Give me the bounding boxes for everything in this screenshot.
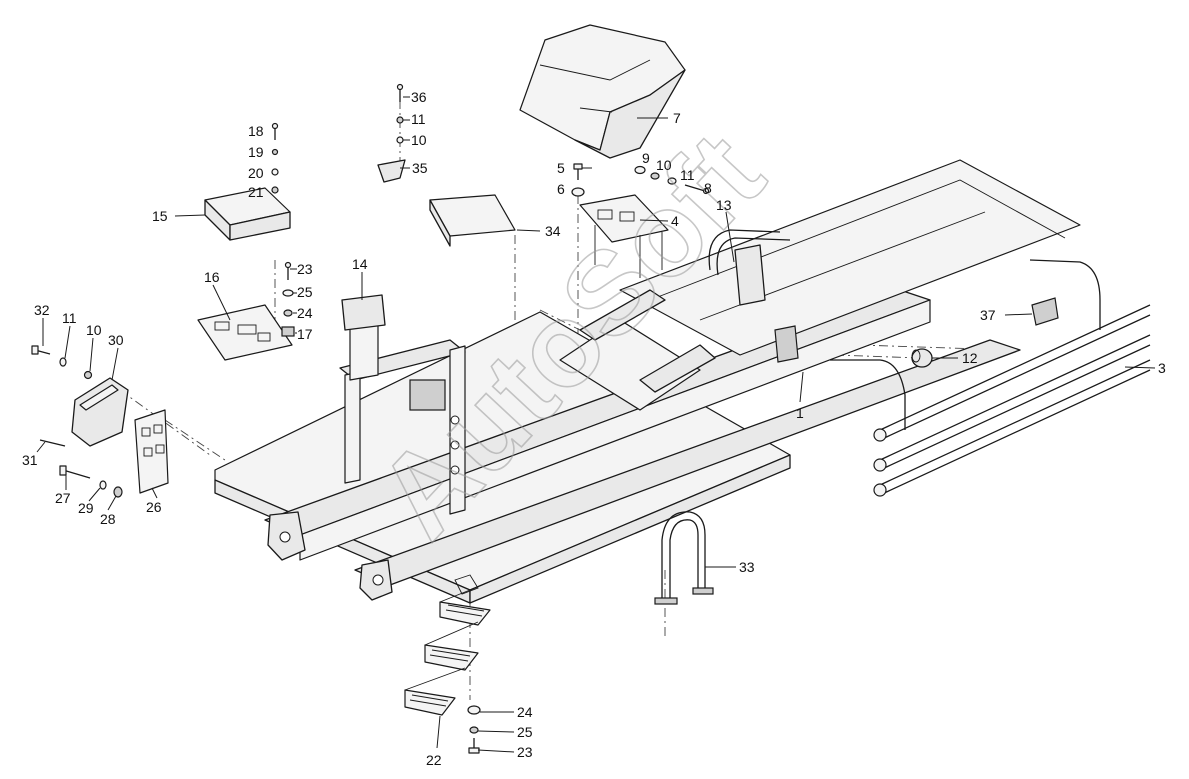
callout-17: 17 [297,326,313,342]
callout-27: 27 [55,490,71,506]
bracket-37 [1031,297,1059,326]
callout-1: 1 [796,405,804,421]
callout-25: 25 [297,284,313,300]
callout-22: 22 [426,752,442,768]
callout-19: 19 [248,144,264,160]
callout-29: 29 [78,500,94,516]
callout-24: 24 [297,305,313,321]
callout-10b: 10 [656,157,672,173]
steps-22 [404,574,491,716]
callout-11: 11 [411,111,426,127]
callout-34: 34 [545,223,561,239]
callout-7: 7 [673,110,681,126]
bracket-30 [71,377,129,447]
callout-13: 13 [716,197,732,213]
hydraulic-piping [708,229,799,363]
bushing-12 [911,348,933,368]
mounting-plate-4 [579,194,669,278]
callout-10c: 10 [86,322,102,338]
callout-35: 35 [412,160,428,176]
callout-37: 37 [980,307,996,323]
callout-11c: 11 [62,310,77,326]
callout-32: 32 [34,302,50,318]
callout-28: 28 [100,511,116,527]
callout-23b: 23 [517,744,533,760]
callout-16: 16 [204,269,220,285]
handrail-33 [654,511,714,605]
callout-4: 4 [671,213,679,229]
callout-31: 31 [22,452,38,468]
callout-11b: 11 [680,167,695,183]
callout-labels: 36 11 10 35 18 19 20 21 15 7 9 10 11 8 5… [22,89,1166,768]
bracket-35 [377,159,406,183]
callout-12: 12 [962,350,978,366]
callout-36: 36 [411,89,427,105]
fasteners [31,83,710,754]
callout-20: 20 [248,165,264,181]
upright-post [339,294,466,515]
rear-tube-cage [830,259,1151,497]
plate-26 [134,409,169,494]
callout-10: 10 [411,132,427,148]
callout-33: 33 [739,559,755,575]
cover-34 [429,194,516,247]
callout-18: 18 [248,123,264,139]
callout-24b: 24 [517,704,533,720]
callout-21: 21 [248,184,264,200]
callout-6: 6 [557,181,565,197]
callout-14: 14 [352,256,368,272]
plate-16 [197,304,293,361]
callout-26: 26 [146,499,162,515]
leader-lines [36,96,1156,753]
callout-15: 15 [152,208,168,224]
callout-23: 23 [297,261,313,277]
cab-cover-7 [519,24,686,159]
callout-5: 5 [557,160,565,176]
boom-arms [559,289,716,411]
callout-25b: 25 [517,724,533,740]
callout-9: 9 [642,150,650,166]
guard-15 [204,187,291,241]
callout-3: 3 [1158,360,1166,376]
callout-8: 8 [704,180,712,196]
callout-30: 30 [108,332,124,348]
